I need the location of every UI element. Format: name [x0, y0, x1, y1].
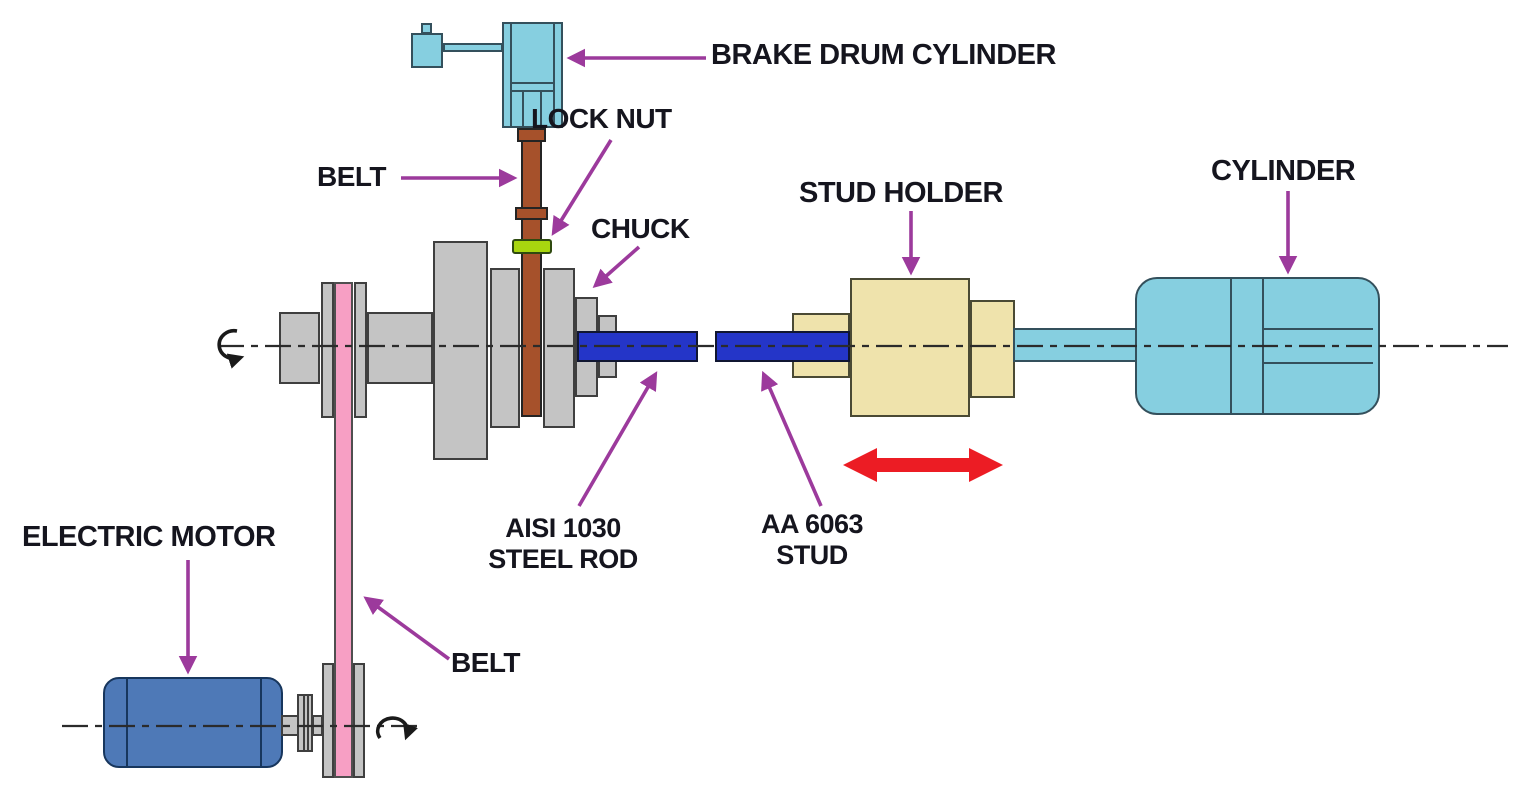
stud-holder-label: STUD HOLDER [799, 177, 1003, 209]
spindle-disc-left [490, 268, 520, 428]
brake-cylinder-side-box [411, 33, 443, 68]
lock-nut-arrow [551, 139, 613, 236]
piston-guide-left [522, 92, 524, 126]
coupling-line-a [303, 696, 305, 750]
belt-upper-label: BELT [317, 161, 387, 192]
stud-label-line1: AA 6063 [760, 509, 864, 539]
stud-holder-body [850, 278, 970, 417]
belt-lower-label: BELT [451, 647, 521, 678]
chuck-label: CHUCK [591, 213, 690, 244]
cylinder-wall-line-left [510, 24, 512, 126]
motor-pulley-flange-left [322, 663, 334, 778]
brake-drum-cylinder-label: BRAKE DRUM CYLINDER [711, 39, 1056, 71]
chuck-arrow [592, 245, 641, 288]
spindle-rotation-arrow-icon [217, 328, 245, 369]
belt-lower-arrow [363, 596, 451, 661]
drive-belt-pink [334, 282, 353, 778]
piston-line-lower [512, 90, 553, 92]
steel-rod-label-line2: STEEL ROD [488, 544, 638, 575]
electric-motor-body [103, 677, 283, 768]
coupling-line-b [307, 696, 309, 750]
spindle-pulley-flange-left [321, 282, 334, 418]
cylinder-label: CYLINDER [1211, 155, 1356, 187]
cylinder-rod-line-lower [1264, 362, 1373, 364]
steel-rod-arrow [577, 371, 658, 507]
lock-nut [512, 239, 552, 254]
stud-arrow [761, 370, 823, 507]
cylinder-rod-line-upper [1264, 328, 1373, 330]
stud-label-line2: STUD [776, 540, 848, 571]
steel-rod-label: AISI 1030 STEEL ROD [443, 513, 683, 575]
motor-rotation-arrow-icon [375, 716, 418, 741]
spindle-disc-right [543, 268, 575, 428]
spindle-pulley-flange-right [354, 282, 367, 418]
cylinder-wall-line-right [553, 24, 555, 126]
lock-nut-label: LOCK NUT [531, 103, 672, 134]
spindle-end-block [279, 312, 320, 384]
motor-end-line-left [126, 679, 128, 766]
motor-end-line-right [260, 679, 262, 766]
piston-guide-right [540, 92, 542, 126]
piston-line-upper [512, 82, 553, 84]
electric-motor-label: ELECTRIC MOTOR [22, 521, 276, 553]
steel-rod-label-line1: AISI 1030 [505, 513, 621, 543]
brake-belt-collar [515, 207, 548, 220]
motor-pulley-flange-right [353, 663, 365, 778]
axial-motion-arrow-icon [843, 448, 1003, 482]
brake-drum-disc [433, 241, 488, 460]
spindle-shaft [367, 312, 433, 384]
stud-label: AA 6063 STUD [692, 509, 932, 571]
brake-drum-cylinder-body [502, 22, 563, 128]
